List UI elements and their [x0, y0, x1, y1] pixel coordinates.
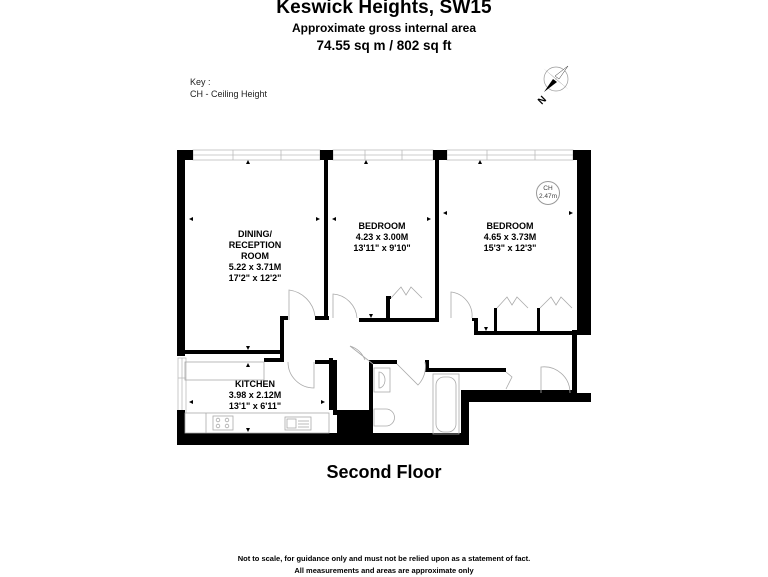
gross-area: 74.55 sq m / 802 sq ft	[316, 38, 452, 53]
room-imperial-dimensions: 17'2" x 12'2"	[228, 273, 282, 283]
doors	[287, 286, 573, 394]
bath-icon	[432, 373, 460, 435]
room-imperial-dimensions: 13'11" x 9'10"	[353, 243, 411, 253]
room-name-line: RECEPTION	[228, 240, 282, 250]
kitchen-counter-bottom	[184, 412, 330, 434]
ceiling-height-value: 2.47m	[538, 193, 558, 200]
room-imperial-dimensions: 13'1" x 6'11"	[228, 401, 282, 411]
room-name-line: DINING/	[237, 229, 273, 239]
walls	[177, 150, 591, 445]
key-legend: Key : CH - Ceiling Height	[190, 76, 267, 100]
room-imperial-dimensions: 15'3" x 12'3"	[483, 243, 537, 253]
room-metric-dimensions: 5.22 x 3.71M	[228, 262, 282, 272]
room-label-dining-reception: DINING/ RECEPTION ROOM 5.22 x 3.71M 17'2…	[229, 229, 282, 284]
compass-rose-icon: N	[536, 65, 569, 107]
toilet-icon	[373, 408, 395, 427]
disclaimer-line-1: Not to scale, for guidance only and must…	[237, 554, 531, 563]
floor-name: Second Floor	[326, 462, 442, 482]
room-label-bedroom-1: BEDROOM 4.23 x 3.00M 13'11" x 9'10"	[353, 221, 410, 254]
dimension-markers	[189, 160, 573, 432]
kitchen-counter-top	[184, 361, 265, 381]
room-name-line: KITCHEN	[234, 379, 275, 389]
room-metric-dimensions: 4.65 x 3.73M	[483, 232, 537, 242]
sink-icon	[284, 416, 312, 431]
basin-icon	[373, 367, 391, 393]
ceiling-height-badge: CH 2.47m	[536, 181, 560, 205]
disclaimer-line-2: All measurements and areas are approxima…	[294, 566, 474, 575]
room-metric-dimensions: 4.23 x 3.00M	[355, 232, 409, 242]
key-entry-ceiling-height: CH - Ceiling Height	[190, 89, 268, 99]
fixtures	[184, 361, 460, 435]
area-subtitle: Approximate gross internal area	[291, 21, 477, 35]
room-name-line: ROOM	[240, 251, 269, 261]
room-metric-dimensions: 3.98 x 2.12M	[228, 390, 282, 400]
room-name-line: BEDROOM	[358, 221, 406, 231]
plan-title: Keswick Heights, SW15	[276, 0, 492, 18]
key-heading: Key :	[190, 77, 211, 87]
disclaimer: Not to scale, for guidance only and must…	[0, 553, 768, 577]
ceiling-height-label: CH	[543, 185, 553, 192]
compass-north-label: N	[536, 94, 549, 107]
room-name-line: BEDROOM	[486, 221, 534, 231]
room-label-bedroom-2: BEDROOM 4.65 x 3.73M 15'3" x 12'3"	[484, 221, 537, 254]
hob-icon	[212, 415, 234, 431]
room-label-kitchen: KITCHEN 3.98 x 2.12M 13'1" x 6'11"	[229, 379, 282, 412]
